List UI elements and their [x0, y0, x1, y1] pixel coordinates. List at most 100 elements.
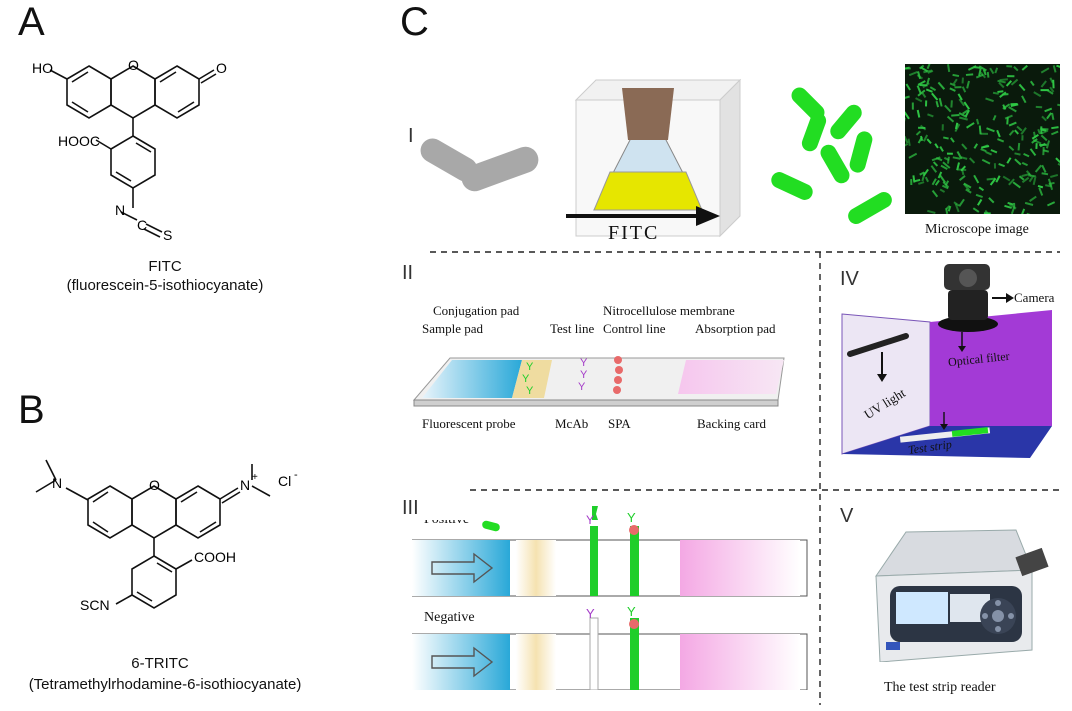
bacterium-speck	[978, 186, 985, 192]
bacterium-speck	[1014, 152, 1021, 156]
bacterium-speck	[992, 91, 999, 95]
bacterium-speck	[963, 182, 972, 189]
label-positive: Positive	[424, 512, 470, 527]
bacterium-speck	[951, 114, 960, 117]
panel-a-letter: A	[18, 0, 45, 44]
bacterium-speck	[905, 111, 910, 120]
bacterium-speck	[938, 97, 943, 107]
tritc-cl: Cl	[278, 473, 291, 489]
bacterium-speck	[1008, 106, 1017, 113]
bacterium-speck	[1021, 172, 1031, 178]
bacterium-speck	[958, 175, 966, 182]
bacterium-speck	[1021, 64, 1028, 71]
tritc-o-ring: O	[149, 477, 160, 493]
bacterium-speck	[960, 168, 965, 176]
panel-c-separators	[430, 251, 1060, 705]
bacterium-speck	[927, 113, 934, 118]
bacterium-speck	[1004, 114, 1013, 120]
bacterium-speck	[937, 171, 943, 179]
bacterium-speck	[982, 69, 987, 76]
bacterium-speck	[1002, 175, 1011, 182]
bacterium-speck	[935, 100, 940, 108]
bacterium-speck	[1029, 80, 1035, 87]
bacterium-speck	[919, 171, 925, 176]
fluorescent-bacteria	[771, 87, 892, 224]
bacterium-speck	[939, 174, 947, 184]
fitc-n: N	[115, 202, 125, 218]
bacterium-speck	[926, 77, 931, 85]
bacterium-speck	[1051, 126, 1059, 130]
fitc-full-name: (fluorescein-5-isothiocyanate)	[66, 277, 264, 294]
bacterium-speck	[995, 175, 1001, 183]
bacterium-speck	[1017, 142, 1021, 151]
bacterium-speck	[992, 114, 997, 121]
bacterium-speck	[939, 146, 944, 152]
bacterium-speck	[1029, 195, 1037, 202]
bacterium-speck	[965, 73, 974, 76]
bacterium-speck	[1018, 83, 1026, 92]
result-strips: Y Y Y Y	[412, 506, 808, 690]
bacterium-speck	[1041, 115, 1047, 122]
section-v-label: V	[840, 505, 854, 527]
svg-text:Y: Y	[580, 369, 588, 381]
bacterium-speck	[980, 132, 988, 135]
tritc-plus: +	[252, 472, 258, 483]
fitc-o-keto: O	[216, 60, 227, 76]
svg-text:Y: Y	[522, 373, 530, 385]
bacterium-speck	[1034, 164, 1042, 173]
bacterium-speck	[1021, 176, 1030, 184]
bacterium-speck	[1035, 105, 1043, 109]
bacterium-speck	[917, 89, 926, 97]
bacterium-speck	[1007, 201, 1014, 206]
bacterium-speck	[949, 87, 956, 92]
bacterium-speck	[981, 158, 991, 165]
label-nitrocellulose: Nitrocellulose membrane	[603, 303, 735, 318]
panel-c-letter: C	[400, 0, 429, 44]
bacterium-speck	[949, 82, 956, 87]
bacterium-speck	[997, 79, 1006, 84]
bacterium-speck	[905, 67, 911, 70]
bacterium-speck	[934, 143, 939, 149]
bacterium-speck	[1018, 175, 1025, 181]
bacterium-speck	[973, 143, 979, 149]
label-absorption-pad: Absorption pad	[695, 321, 776, 336]
bacterium-speck	[918, 181, 925, 185]
section-i-label: I	[408, 125, 414, 147]
bacterium-speck	[939, 188, 946, 193]
bacterium-speck	[986, 127, 995, 133]
fitc-hooc: HOOC	[58, 133, 100, 149]
bacterium-speck	[1021, 135, 1024, 141]
bacterium-speck	[941, 124, 944, 131]
bacterium-speck	[944, 104, 952, 113]
bacterium-speck	[1052, 65, 1057, 73]
bacterium-speck	[1043, 149, 1050, 153]
bacterium-speck	[986, 177, 996, 181]
bacterium-speck	[993, 163, 997, 169]
bacterium-speck	[1012, 181, 1021, 189]
svg-text:Y: Y	[526, 361, 534, 373]
bacterium-speck	[973, 174, 980, 184]
bacterium-speck	[913, 178, 921, 183]
section-i-illustration	[420, 78, 892, 238]
bacterium-speck	[942, 181, 950, 188]
bacterium-speck	[1041, 172, 1049, 176]
svg-text:Y: Y	[580, 357, 588, 369]
bacterium-speck	[925, 88, 933, 93]
gray-bacteria	[420, 138, 539, 192]
fitc-name: FITC	[148, 258, 182, 275]
bacterium-speck	[1040, 134, 1048, 142]
bacterium-speck	[924, 176, 929, 183]
bacterium-speck	[980, 71, 987, 79]
bacterium-speck	[997, 138, 1005, 143]
bacterium-speck	[1046, 89, 1054, 95]
bacterium-speck	[1051, 112, 1055, 120]
bacterium-speck	[954, 123, 961, 133]
label-negative: Negative	[424, 610, 475, 625]
bacterium-speck	[927, 69, 934, 74]
bacterium-speck	[1047, 178, 1052, 186]
microscope-caption: Microscope image	[925, 222, 1029, 237]
label-backing-card: Backing card	[697, 416, 766, 431]
bacterium-speck	[1057, 103, 1060, 108]
bacterium-speck	[907, 138, 911, 146]
bacterium-speck	[989, 67, 995, 75]
